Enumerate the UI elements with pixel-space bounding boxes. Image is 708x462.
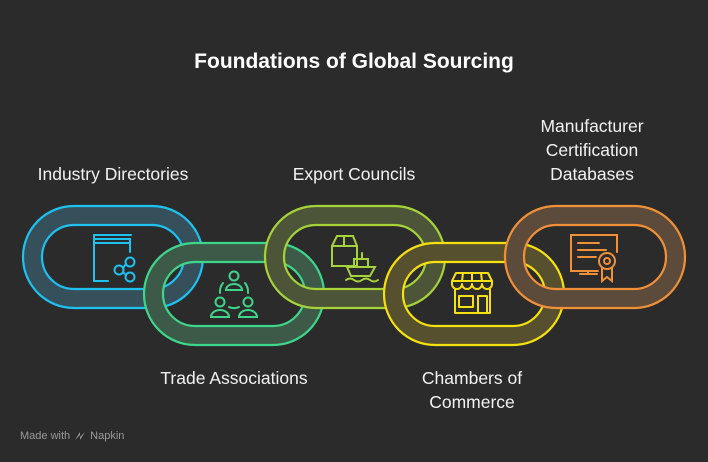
- footer-attribution: Made with Napkin: [20, 430, 124, 442]
- label-chambers-of-commerce: Chambers of Commerce: [362, 366, 582, 414]
- label-line: Databases: [550, 164, 634, 184]
- chain-link-band: [384, 243, 564, 345]
- label-trade-associations: Trade Associations: [160, 368, 308, 388]
- chain-link-band: [505, 206, 685, 308]
- certificate-icon: [570, 234, 618, 284]
- label-export-councils: Export Councils: [292, 164, 416, 184]
- chain-link-outline: [142, 241, 326, 347]
- napkin-logo-icon: [75, 432, 86, 440]
- label-industry-directories: Industry Directories: [37, 164, 189, 184]
- page-title: Foundations of Global Sourcing: [194, 50, 514, 73]
- chain-link: [503, 204, 687, 310]
- label-manufacturer-certification-databases: Manufacturer Certification Databases: [482, 114, 702, 186]
- label-line: Manufacturer: [540, 116, 644, 136]
- footer-brand: Napkin: [90, 430, 125, 442]
- storefront-icon: [451, 272, 493, 314]
- footer-text: Made with: [20, 430, 71, 442]
- chain-link-outline: [503, 204, 687, 310]
- people-network-icon: [209, 270, 259, 318]
- chain-link: [142, 241, 326, 347]
- book-share-icon: [93, 234, 136, 283]
- chain-link: [382, 241, 566, 347]
- label-line: Certification: [545, 140, 639, 160]
- chain-link-band: [144, 243, 324, 345]
- chain-link-outline: [382, 241, 566, 347]
- label-line: Chambers of: [421, 368, 523, 388]
- label-line: Commerce: [429, 392, 515, 412]
- box-ship-icon: [331, 235, 379, 283]
